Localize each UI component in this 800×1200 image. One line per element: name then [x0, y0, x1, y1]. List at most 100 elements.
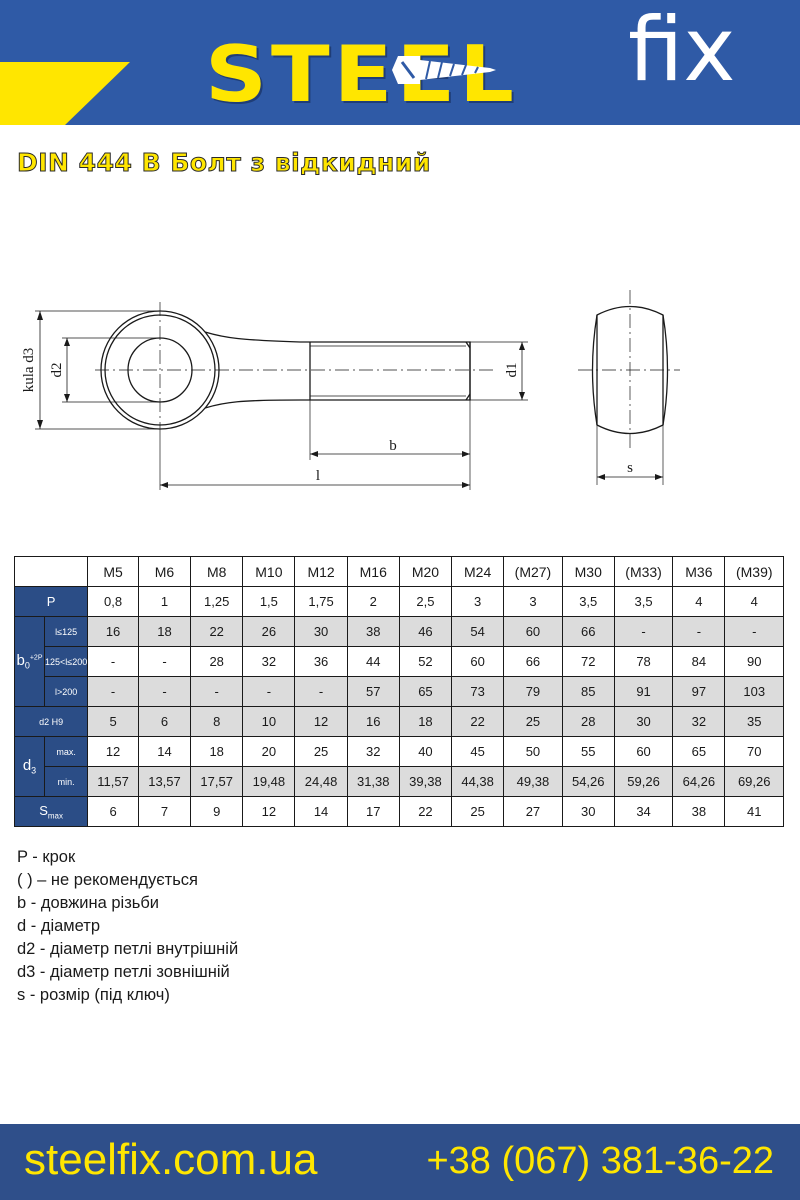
table-cell: 30 — [613, 706, 674, 737]
table-cell: 25 — [451, 796, 505, 827]
banner-stripe — [0, 0, 230, 125]
table-cell: 20 — [242, 736, 296, 767]
table-cell: 11,57 — [87, 766, 139, 797]
table-cell: 32 — [242, 646, 296, 677]
table-cell: 27 — [503, 796, 563, 827]
table-cell: 16 — [87, 616, 139, 647]
table-cell: 50 — [503, 736, 563, 767]
table-cell: 14 — [137, 736, 192, 767]
table-cell: 3,5 — [561, 586, 615, 617]
table-cell: 38 — [672, 796, 726, 827]
table-cell: 66 — [503, 646, 563, 677]
table-cell: 31,38 — [346, 766, 400, 797]
table-cell: 12 — [87, 736, 139, 767]
table-cell: 36 — [294, 646, 348, 677]
label-d2: d2 — [49, 363, 65, 378]
table-cell: 19,48 — [242, 766, 296, 797]
table-cell: 69,26 — [724, 766, 784, 797]
table-cell: 25 — [294, 736, 348, 767]
table-cell: 22 — [451, 706, 505, 737]
table-cell: 55 — [561, 736, 615, 767]
table-cell: 25 — [503, 706, 563, 737]
label-l: l — [316, 468, 320, 484]
range-label: l≤125 — [43, 616, 89, 647]
table-cell: 65 — [672, 736, 726, 767]
table-cell: 41 — [724, 796, 784, 827]
label-b: b — [389, 438, 397, 454]
table-cell: 17 — [346, 796, 400, 827]
table-cell: 18 — [137, 616, 192, 647]
table-cell: - — [613, 616, 674, 647]
table-cell: 66 — [561, 616, 615, 647]
table-cell: 0,8 — [87, 586, 139, 617]
range-label: l>200 — [43, 676, 89, 707]
table-cell: 9 — [190, 796, 244, 827]
range-label: max. — [43, 736, 89, 767]
table-cell: 1 — [137, 586, 192, 617]
table-cell: 91 — [613, 676, 674, 707]
table-cell: 1,75 — [294, 586, 348, 617]
table-cell: 60 — [451, 646, 505, 677]
table-cell: 12 — [242, 796, 296, 827]
table-cell: 10 — [242, 706, 296, 737]
row-label-d2: d2 H9 — [13, 706, 89, 737]
table-cell: 46 — [398, 616, 453, 647]
table-cell: 5 — [87, 706, 139, 737]
table-cell: 85 — [561, 676, 615, 707]
table-cell: 97 — [672, 676, 726, 707]
header-label: d — [13, 556, 89, 587]
table-cell: 3,5 — [613, 586, 674, 617]
size-header: M6 — [137, 556, 192, 587]
table-cell: 6 — [87, 796, 139, 827]
table-cell: 12 — [294, 706, 348, 737]
table-cell: 73 — [451, 676, 505, 707]
label-d1: d1 — [504, 363, 520, 378]
table-cell: 30 — [294, 616, 348, 647]
table-cell: 65 — [398, 676, 453, 707]
table-cell: 34 — [613, 796, 674, 827]
table-cell: - — [724, 616, 784, 647]
table-cell: 2 — [346, 586, 400, 617]
footer — [0, 1124, 800, 1200]
table-cell: 1,5 — [242, 586, 296, 617]
table-cell: - — [672, 616, 726, 647]
size-header: (M39) — [724, 556, 784, 587]
size-header: M24 — [451, 556, 505, 587]
table-cell: 54 — [451, 616, 505, 647]
phone-number[interactable]: +38 (067) 381-36-22 — [426, 1140, 774, 1182]
table-cell: 54,26 — [561, 766, 615, 797]
legend-item: s - розмір (під ключ) — [17, 986, 170, 1004]
logo-fix: fix — [628, 0, 736, 101]
table-cell: 44,38 — [451, 766, 505, 797]
table-cell: 18 — [398, 706, 453, 737]
table-cell: 18 — [190, 736, 244, 767]
table-cell: 84 — [672, 646, 726, 677]
table-cell: - — [87, 646, 139, 677]
table-cell: - — [137, 646, 192, 677]
table-cell: 59,26 — [613, 766, 674, 797]
table-cell: 40 — [398, 736, 453, 767]
table-cell: - — [190, 676, 244, 707]
table-cell: 45 — [451, 736, 505, 767]
size-header: M5 — [87, 556, 139, 587]
row-label-d3: d3 — [14, 736, 45, 797]
table-cell: - — [294, 676, 348, 707]
website-link[interactable]: steelfix.com.ua — [24, 1135, 318, 1184]
size-header: (M27) — [503, 556, 563, 587]
legend-item: P - крок — [17, 848, 76, 866]
technical-drawing: kula d3 d2 d1 b l s — [21, 290, 680, 490]
table-cell: - — [137, 676, 192, 707]
table-cell: 35 — [724, 706, 784, 737]
table-cell: - — [242, 676, 296, 707]
table-cell: 60 — [503, 616, 563, 647]
table-cell: 70 — [724, 736, 784, 767]
table-cell: 13,57 — [137, 766, 192, 797]
size-header: M36 — [672, 556, 726, 587]
page-title: DIN 444 B Болт з відкидний — [17, 148, 431, 178]
